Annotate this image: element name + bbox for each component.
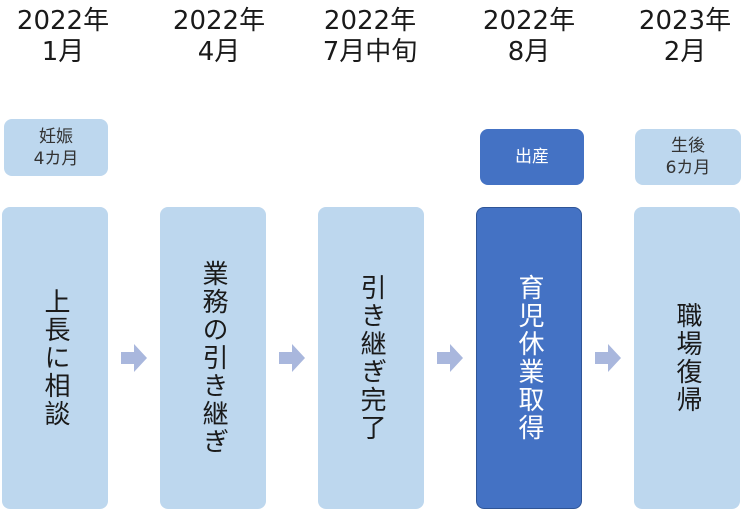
date-year: 2022年	[172, 6, 266, 36]
step-box-3: 引き継ぎ完了	[318, 207, 424, 509]
tag-line: 4カ月	[33, 148, 79, 169]
date-column-2: 2022年 4月	[149, 6, 289, 68]
date-year: 2022年	[323, 6, 417, 36]
date-column-1: 2022年 1月	[0, 6, 133, 68]
date-column-5: 2023年 2月	[615, 6, 750, 68]
right-arrow-icon	[437, 344, 463, 372]
tag-six-months: 生後 6カ月	[635, 129, 741, 185]
step-box-2: 業務の引き継ぎ	[160, 207, 266, 509]
date-year: 2022年	[16, 6, 110, 36]
date-month: 8月	[507, 37, 551, 67]
step-box-5: 職場復帰	[634, 207, 740, 509]
date-year: 2023年	[638, 6, 732, 36]
right-arrow-icon	[121, 344, 147, 372]
date-month: 7月中旬	[322, 37, 418, 67]
tag-line: 出産	[515, 147, 549, 167]
right-arrow-icon	[595, 344, 621, 372]
step-box-4: 育児休業取得	[476, 207, 582, 509]
date-month: 2月	[663, 37, 707, 67]
step-label: 職場復帰	[672, 302, 702, 414]
right-arrow-icon	[279, 344, 305, 372]
step-label: 業務の引き継ぎ	[198, 260, 228, 456]
step-box-1: 上長に相談	[2, 207, 108, 509]
tag-birth: 出産	[480, 129, 584, 185]
date-column-3: 2022年 7月中旬	[300, 6, 440, 68]
step-label: 上長に相談	[40, 288, 70, 428]
tag-line: 生後	[671, 136, 705, 156]
date-column-4: 2022年 8月	[459, 6, 599, 68]
tag-line: 妊娠	[39, 126, 73, 147]
tag-line: 6カ月	[665, 158, 711, 178]
date-month: 4月	[197, 37, 241, 67]
date-year: 2022年	[482, 6, 576, 36]
step-label: 育児休業取得	[514, 274, 544, 442]
step-label: 引き継ぎ完了	[356, 274, 386, 442]
tag-pregnancy: 妊娠 4カ月	[4, 119, 108, 176]
date-month: 1月	[41, 37, 85, 67]
